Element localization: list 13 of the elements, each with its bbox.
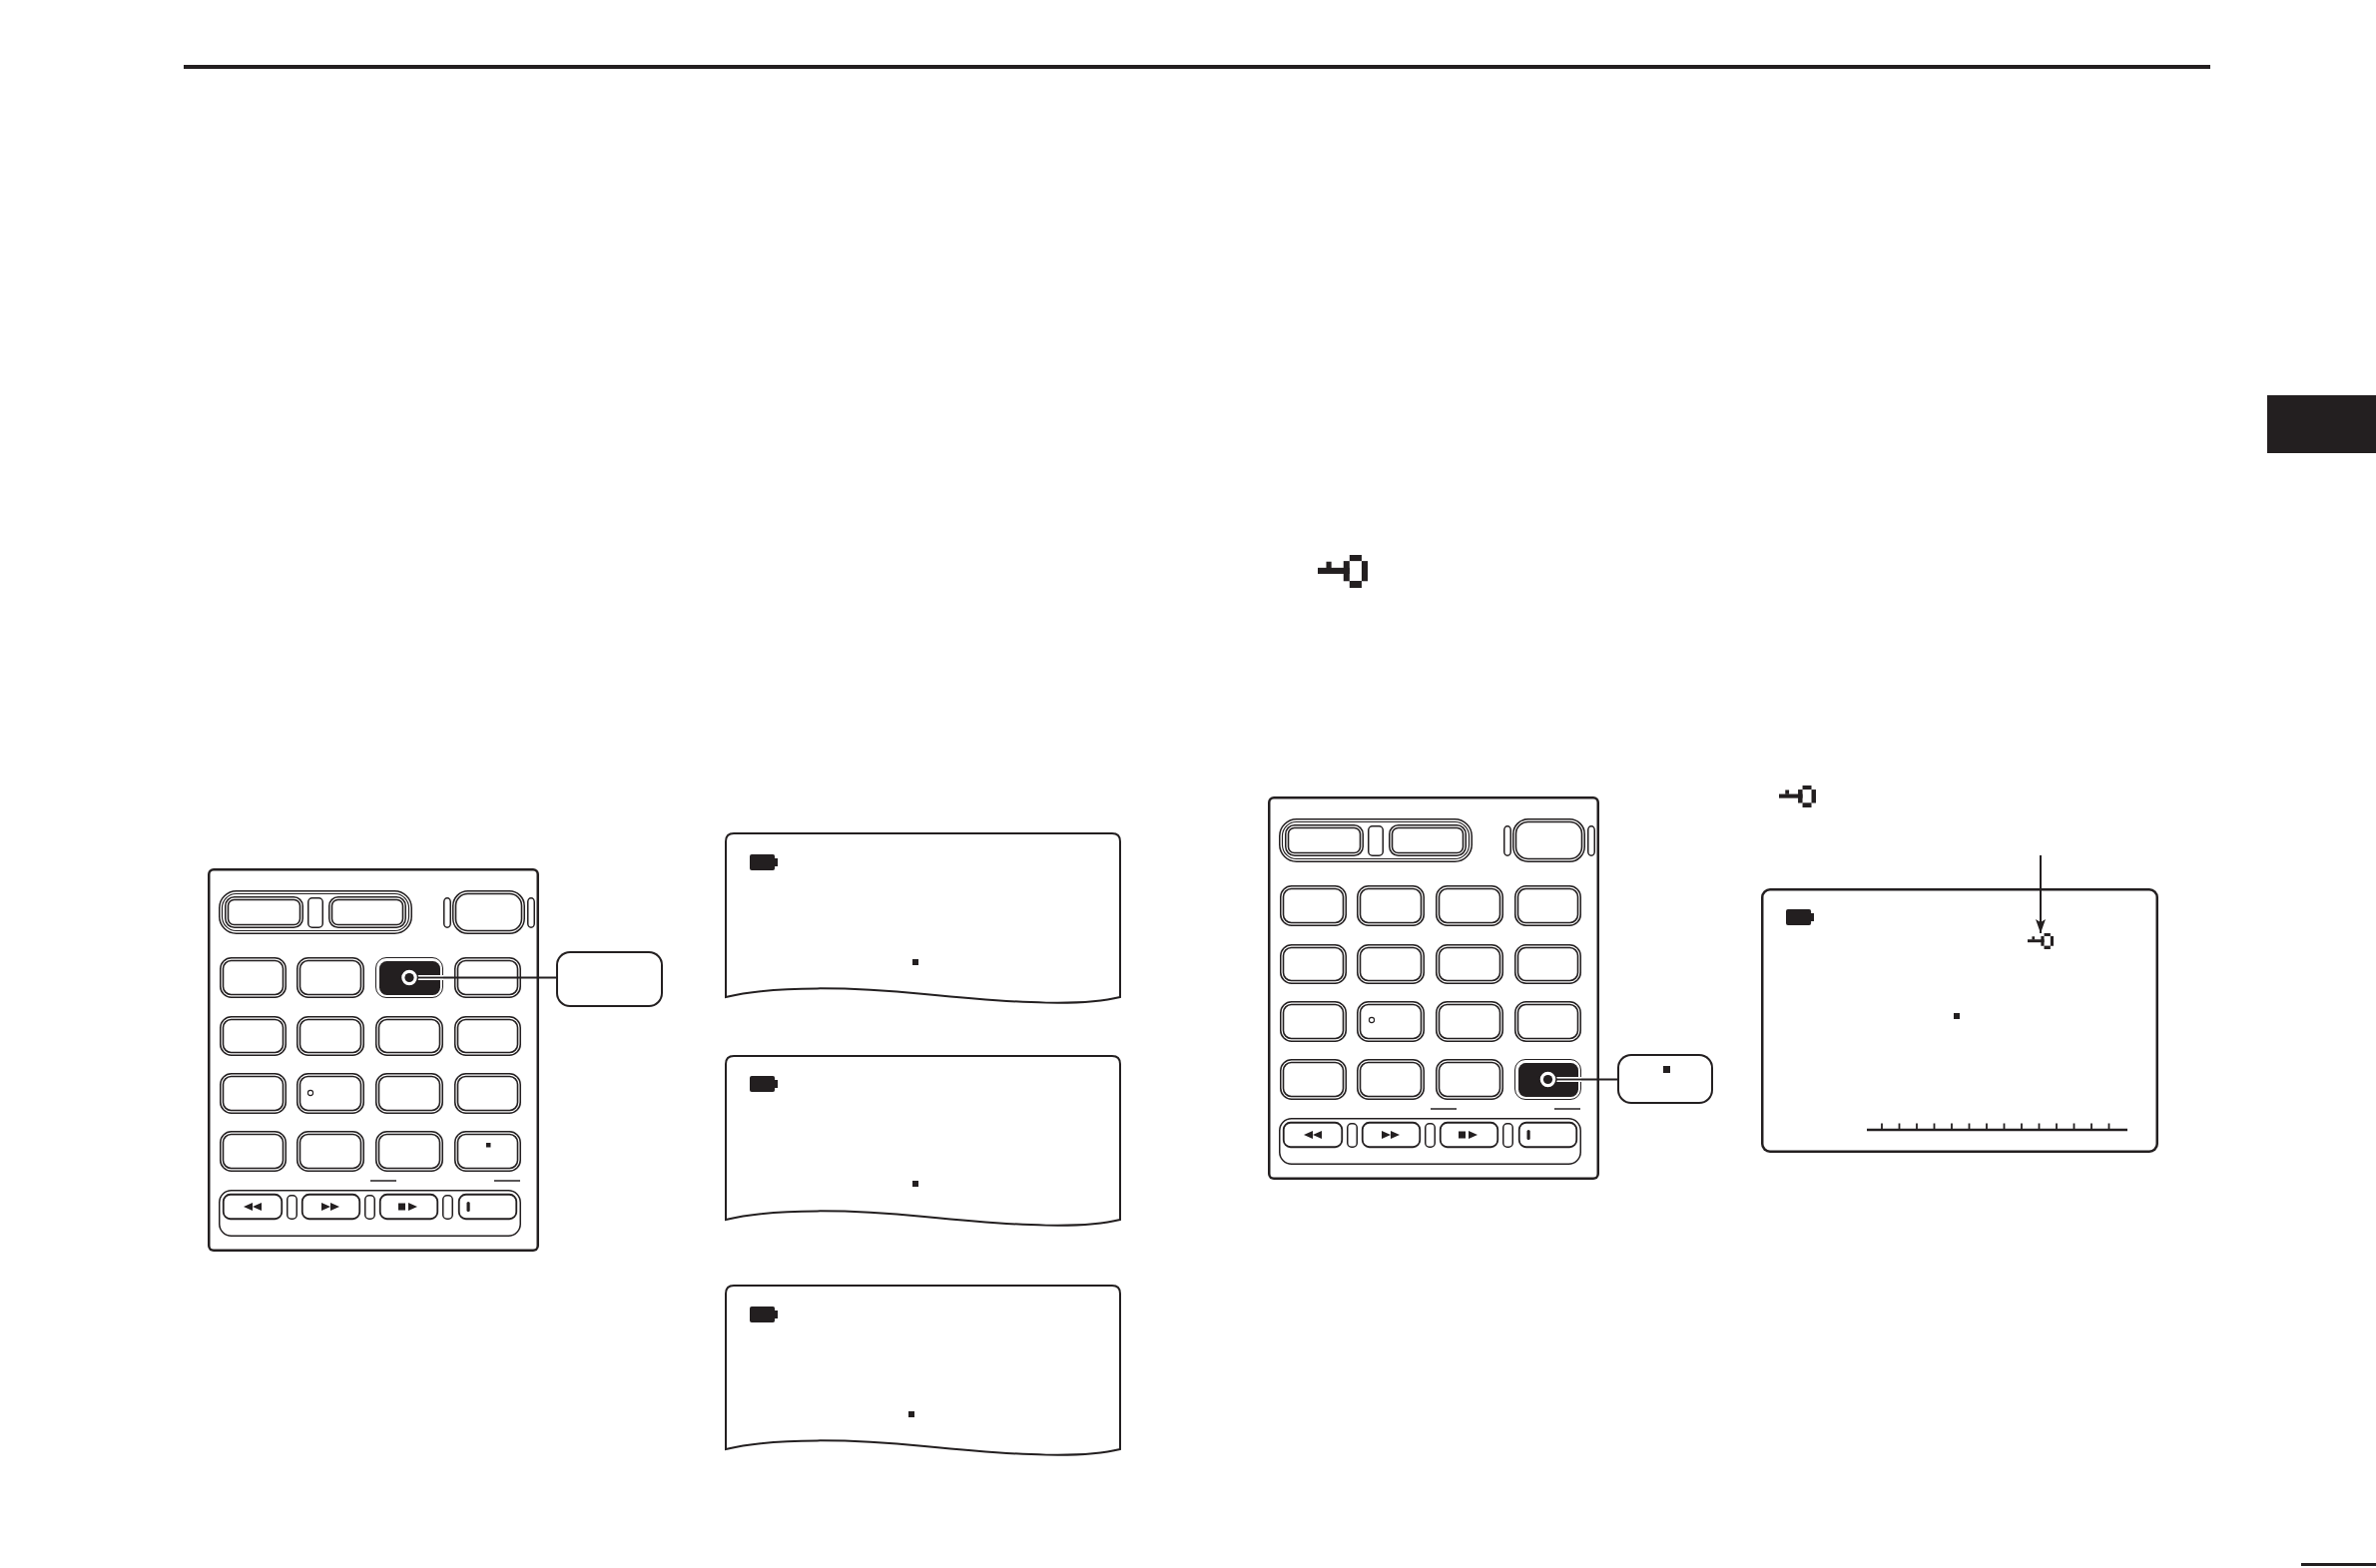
- leader-line: [398, 966, 557, 989]
- callout-bubble: [556, 951, 663, 1007]
- display-card: [725, 1055, 1121, 1227]
- display-card: [725, 1285, 1121, 1456]
- leader-line: [1536, 1068, 1618, 1091]
- display-card: [725, 832, 1121, 1004]
- section-tab: [2267, 395, 2376, 453]
- display-panel: [1761, 888, 2158, 1153]
- keypad-panel: [208, 868, 539, 1252]
- key-icon: [2028, 933, 2054, 949]
- callout-bubble: [1617, 1054, 1713, 1104]
- keypad-panel: [1268, 796, 1599, 1180]
- arrow: [2036, 854, 2046, 934]
